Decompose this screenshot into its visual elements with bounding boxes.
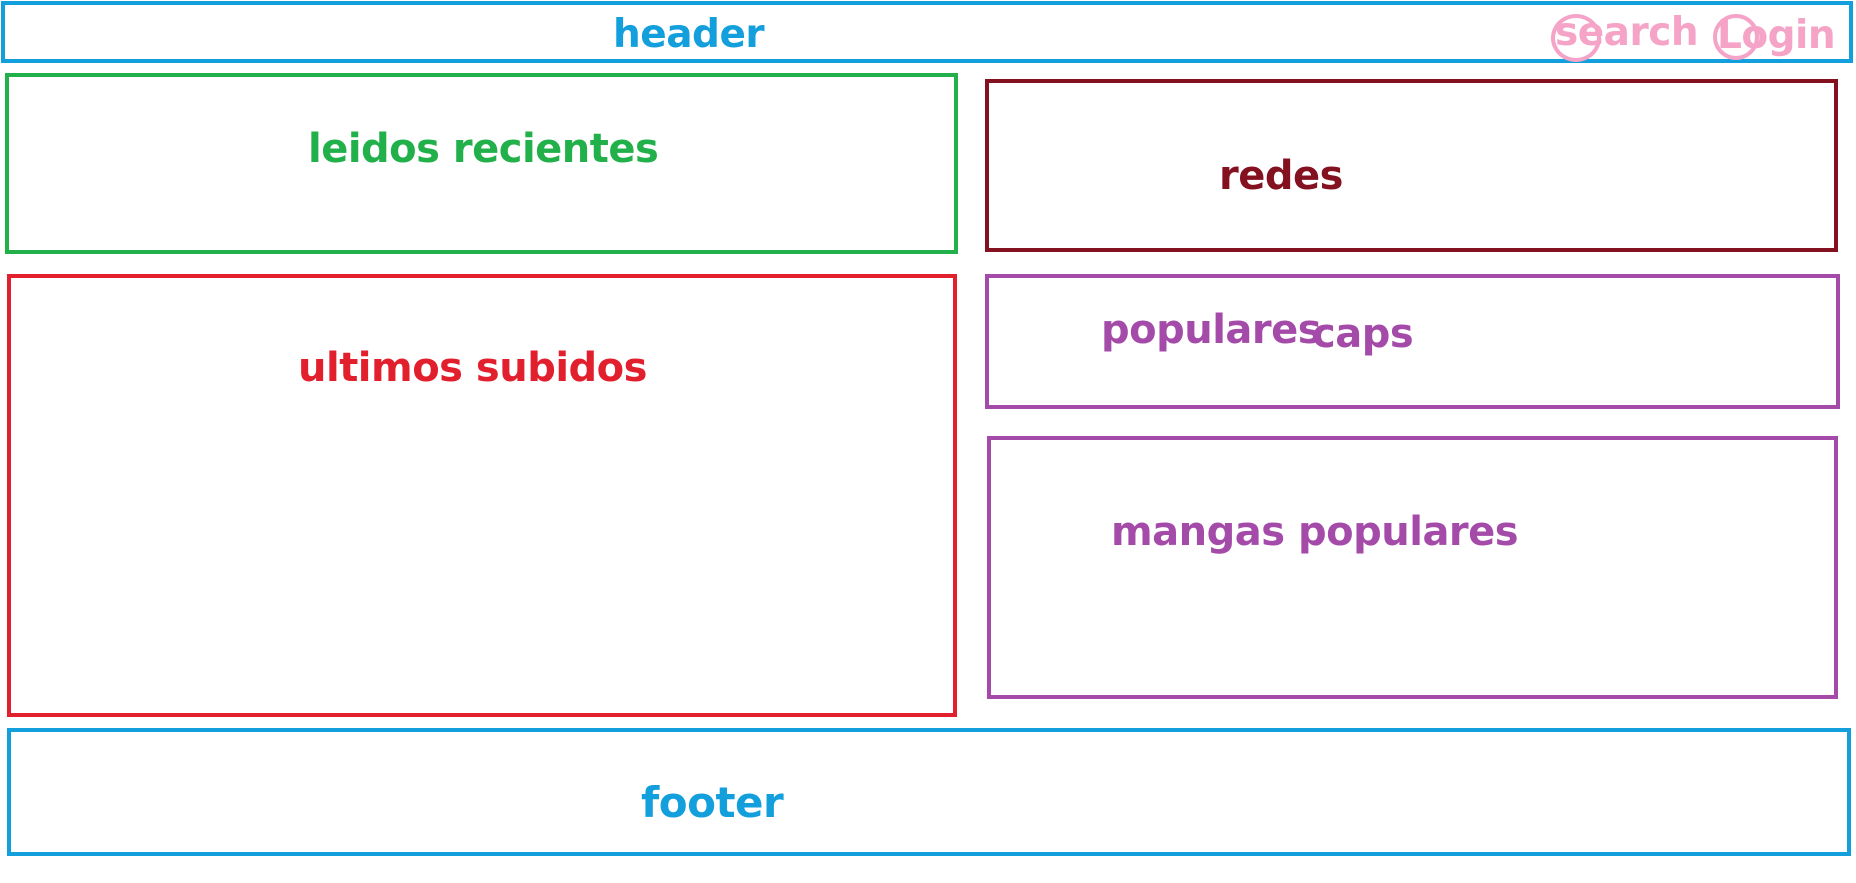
search-link[interactable]: search [1551,13,1699,62]
redes-label: redes [1219,153,1343,199]
footer-box: footer [7,728,1851,856]
mangas-populares-label: mangas populares [1111,509,1519,555]
redes-box: redes [985,79,1838,252]
footer-label: footer [641,778,784,827]
ultimos-subidos-label: ultimos subidos [298,345,647,391]
leidos-recientes-box: leidos recientes [5,73,958,254]
populares-caps-label-part1: populares [1101,307,1322,353]
leidos-recientes-label: leidos recientes [308,126,659,172]
search-ring-icon [1551,14,1601,62]
mangas-populares-box: mangas populares [987,436,1838,699]
login-link[interactable]: Login [1713,14,1836,60]
header-label: header [613,12,765,57]
populares-caps-label-part2: caps [1312,311,1414,357]
header-box: header search Login [1,1,1853,63]
ultimos-subidos-box: ultimos subidos [7,274,957,717]
login-ring-icon [1713,14,1759,60]
populares-caps-box: populares caps [985,274,1840,409]
